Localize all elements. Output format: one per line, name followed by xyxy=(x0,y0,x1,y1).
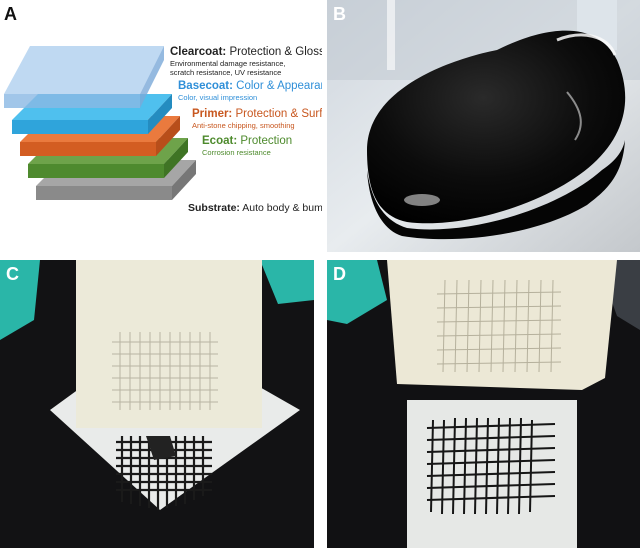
primer-title: Primer: xyxy=(192,108,233,120)
panel-letter-d: D xyxy=(333,264,346,284)
crosshatch-photo-d xyxy=(327,260,640,548)
substrate-title: Substrate: xyxy=(188,202,240,214)
clearcoat-layer xyxy=(4,46,164,94)
adhesive-tape-c xyxy=(76,260,262,428)
adhesive-tape-d xyxy=(387,260,617,390)
panel-letter-c: C xyxy=(6,264,19,284)
basecoat-subtitle: Color & Appearance xyxy=(236,80,322,92)
panel-c-crosshatch-test: C xyxy=(0,260,314,548)
primer-detail: Anti-stone chipping, smoothing xyxy=(192,121,295,131)
clearcoat-subtitle: Protection & Gloss xyxy=(229,46,322,58)
ecoat-subtitle: Protection xyxy=(240,135,293,147)
gloss-panel-photo xyxy=(327,0,640,252)
clearcoat-label: Clearcoat: Protection & Gloss Environmen… xyxy=(170,42,322,78)
clearcoat-detail-1: Environmental damage resistance, xyxy=(170,59,286,69)
panel-a-coating-layers: A Clearcoat: Protection & Gloss Environm… xyxy=(0,0,322,252)
ecoat-title: Ecoat: xyxy=(202,135,238,147)
clearcoat-title: Clearcoat: xyxy=(170,46,227,58)
ecoat-label: Ecoat: Protection Corrosion resistance xyxy=(202,131,292,158)
layer-stack-illustration xyxy=(4,46,196,200)
basecoat-title: Basecoat: xyxy=(178,80,233,92)
substrate-subtitle: Auto body & bumper xyxy=(242,202,322,214)
ecoat-detail: Corrosion resistance xyxy=(202,148,271,158)
basecoat-label: Basecoat: Color & Appearance Color, visu… xyxy=(178,76,322,103)
panel-d-crosshatch-test: D xyxy=(327,260,640,548)
primer-label: Primer: Protection & Surface Anti-stone … xyxy=(192,104,322,131)
clearcoat-detail-2: scratch resistance, UV resistance xyxy=(170,68,282,78)
crosshatch-photo-c xyxy=(0,260,314,548)
panel-letter-b: B xyxy=(333,4,346,24)
primer-subtitle: Protection & Surface xyxy=(235,108,322,120)
panel-letter-a: A xyxy=(4,4,17,24)
basecoat-detail: Color, visual impression xyxy=(178,93,258,103)
substrate-label: Substrate: Auto body & bumper xyxy=(188,198,322,216)
panel-b-gloss-photo: B xyxy=(327,0,640,252)
